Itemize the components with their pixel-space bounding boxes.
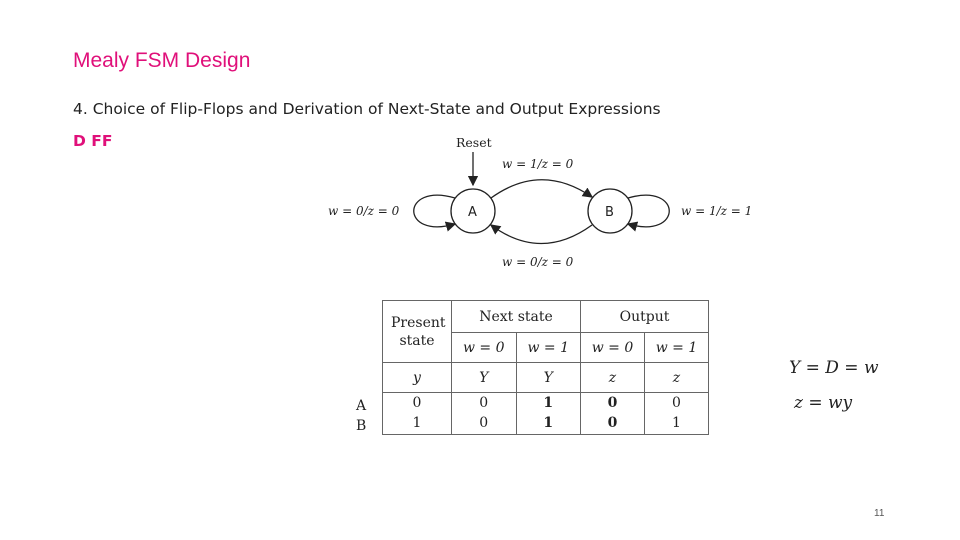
label-b-self: w = 1/z = 1 bbox=[681, 204, 752, 218]
label-b-to-a: w = 0/z = 0 bbox=[502, 255, 574, 269]
transition-a-to-b bbox=[490, 179, 594, 199]
sub-next-w0: w = 0 bbox=[451, 332, 517, 363]
transition-b-to-a bbox=[489, 224, 593, 244]
row-label-b: B bbox=[356, 418, 367, 434]
row-label-a: A bbox=[356, 398, 367, 414]
var-next-w0: Y bbox=[451, 362, 517, 393]
row-a-y: 0 bbox=[382, 392, 452, 413]
label-a-to-b: w = 1/z = 0 bbox=[502, 157, 574, 171]
flipflop-label: D FF bbox=[73, 132, 113, 150]
page-number: 11 bbox=[874, 508, 885, 519]
row-b-Y-w0: 0 bbox=[451, 412, 517, 435]
state-a-circle bbox=[450, 188, 496, 234]
sub-next-w1: w = 1 bbox=[515, 332, 581, 363]
state-b-label: B bbox=[605, 205, 614, 220]
row-a-Y-w0: 0 bbox=[451, 392, 517, 413]
var-output-w1: z bbox=[644, 362, 709, 393]
row-a-z-w1: 0 bbox=[644, 392, 709, 413]
sub-output-w1: w = 1 bbox=[644, 332, 709, 363]
self-loop-a bbox=[413, 194, 457, 232]
equation-output: z = wy bbox=[794, 393, 853, 413]
reset-label: Reset bbox=[456, 135, 492, 150]
label-a-self: w = 0/z = 0 bbox=[328, 204, 400, 218]
slide-subtitle: 4. Choice of Flip-Flops and Derivation o… bbox=[73, 100, 661, 118]
row-b-Y-w1: 1 bbox=[515, 412, 581, 435]
row-labels: A B bbox=[356, 396, 366, 436]
var-present: y bbox=[382, 362, 452, 393]
var-output-w0: z bbox=[580, 362, 645, 393]
row-b-z-w0: 0 bbox=[580, 412, 645, 435]
state-diagram: Reset A B w = 1/z = 0 w = 0/z = 0 w = 0/… bbox=[328, 135, 752, 269]
header-present-state: Present state bbox=[382, 300, 452, 363]
row-a-Y-w1: 1 bbox=[515, 392, 581, 413]
state-a-label: A bbox=[468, 205, 477, 220]
header-output: Output bbox=[580, 300, 709, 333]
state-table: Present state Next state Output w = 0 w … bbox=[382, 300, 709, 435]
equation-next-state: Y = D = w bbox=[789, 358, 879, 378]
self-loop-b bbox=[626, 194, 670, 232]
var-next-w1: Y bbox=[515, 362, 581, 393]
slide-title: Mealy FSM Design bbox=[73, 49, 251, 72]
sub-output-w0: w = 0 bbox=[580, 332, 645, 363]
row-b-y: 1 bbox=[382, 412, 452, 435]
row-b-z-w1: 1 bbox=[644, 412, 709, 435]
header-next-state: Next state bbox=[451, 300, 581, 333]
state-b-circle bbox=[587, 188, 633, 234]
row-a-z-w0: 0 bbox=[580, 392, 645, 413]
